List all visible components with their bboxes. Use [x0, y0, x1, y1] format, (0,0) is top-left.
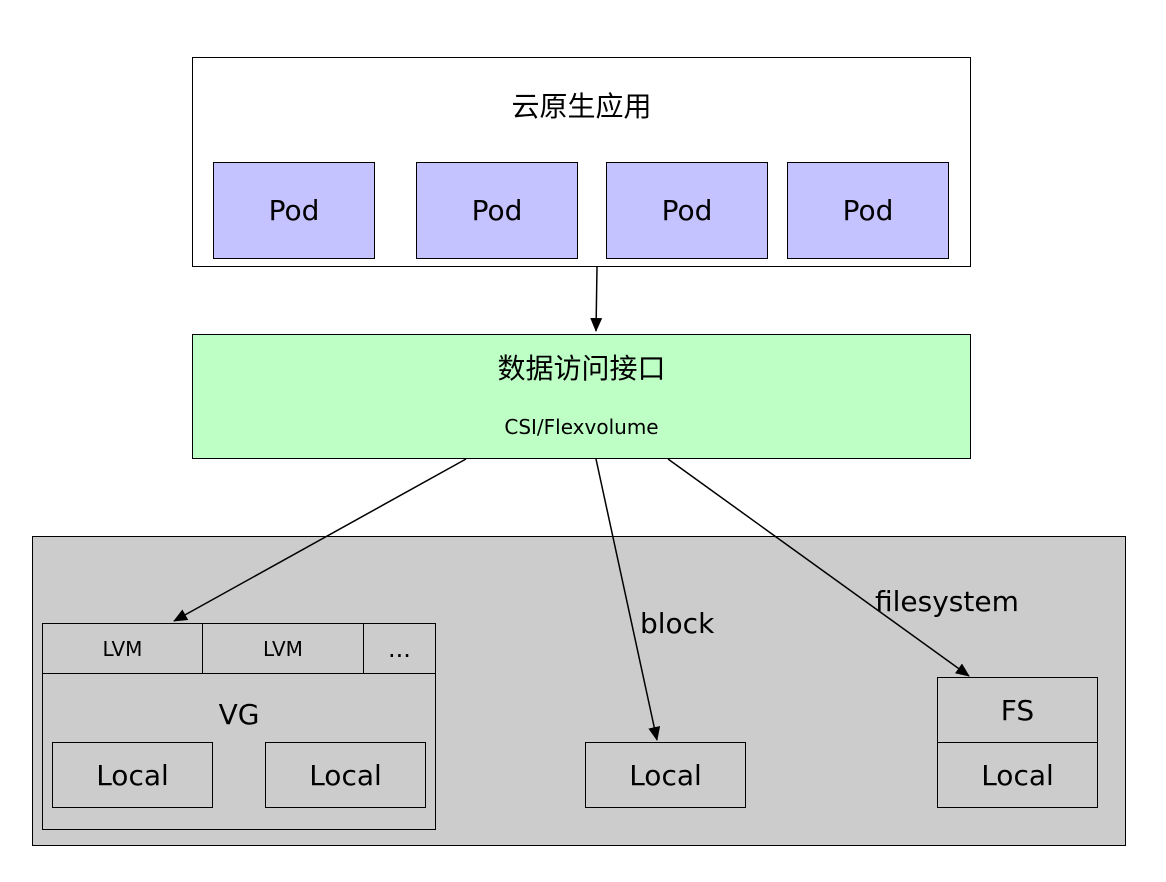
app-to-interface-arrow	[590, 266, 603, 332]
lvm-label: LVM	[263, 636, 303, 661]
lvm-more-box: ...	[363, 623, 436, 674]
local-label: Local	[309, 758, 382, 792]
local-disk-box: Local	[265, 742, 426, 808]
interface-title: 数据访问接口	[497, 352, 666, 385]
pod-label: Pod	[842, 194, 894, 227]
pod-box: Pod	[787, 162, 949, 259]
block-edge-label: block	[640, 607, 715, 640]
fs-local-box: Local	[937, 742, 1098, 808]
lvm-label: LVM	[102, 636, 143, 661]
interface-subtitle: CSI/Flexvolume	[504, 415, 659, 439]
fs-label: FS	[1000, 693, 1035, 727]
fs-box: FS	[937, 677, 1098, 743]
pod-box: Pod	[606, 162, 768, 259]
app-title: 云原生应用	[511, 90, 652, 123]
local-label: Local	[96, 758, 169, 792]
data-access-interface-box	[192, 334, 971, 459]
local-label: Local	[629, 758, 702, 792]
pod-box: Pod	[416, 162, 578, 259]
lvm-more-label: ...	[388, 634, 411, 663]
pod-box: Pod	[213, 162, 375, 259]
filesystem-edge-label: filesystem	[875, 585, 1019, 618]
pod-label: Pod	[661, 194, 713, 227]
lvm-box: LVM	[202, 623, 364, 674]
block-local-box: Local	[585, 742, 746, 808]
lvm-box: LVM	[42, 623, 203, 674]
vg-label: VG	[218, 697, 260, 731]
local-disk-box: Local	[52, 742, 213, 808]
pod-label: Pod	[471, 194, 523, 227]
local-label: Local	[981, 758, 1054, 792]
pod-label: Pod	[268, 194, 320, 227]
